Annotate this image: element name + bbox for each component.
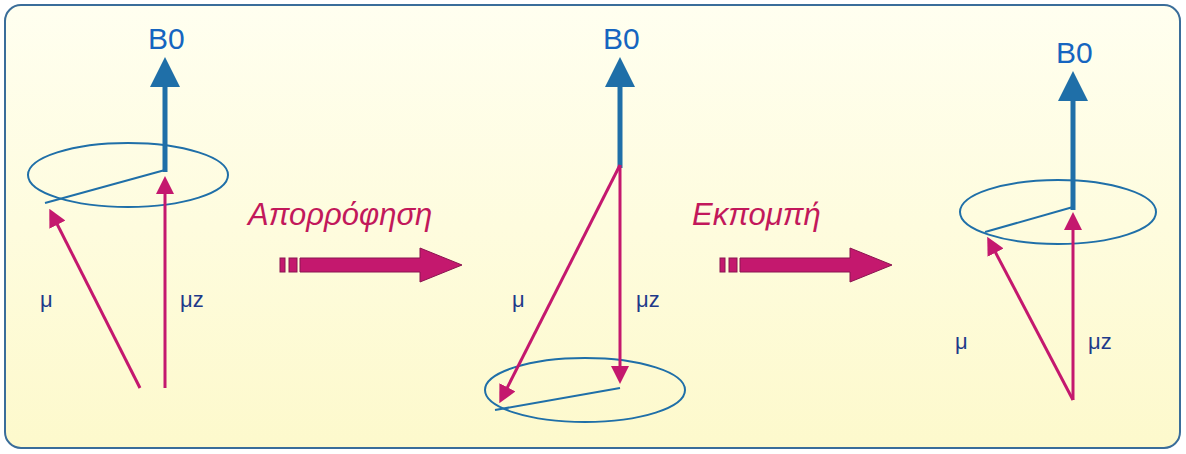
moment-label: μ [512, 288, 525, 312]
figure-before [28, 72, 228, 388]
field-label: B0 [1056, 36, 1093, 69]
moment-z-label: μz [180, 288, 204, 312]
process-label: Εκπομπή [692, 198, 821, 232]
moment-z-label: μz [636, 288, 660, 312]
moment-label: μ [40, 288, 53, 312]
moment-label: μ [955, 330, 968, 354]
figure-excited [485, 72, 685, 422]
figure-after [960, 86, 1156, 400]
process-arrow [280, 248, 462, 282]
process-label: Απορρόφηση [248, 198, 432, 232]
field-label: B0 [148, 22, 185, 55]
process-arrow [720, 248, 892, 282]
field-label: B0 [603, 22, 640, 55]
moment-z-label: μz [1088, 330, 1112, 354]
frame [5, 5, 1180, 448]
